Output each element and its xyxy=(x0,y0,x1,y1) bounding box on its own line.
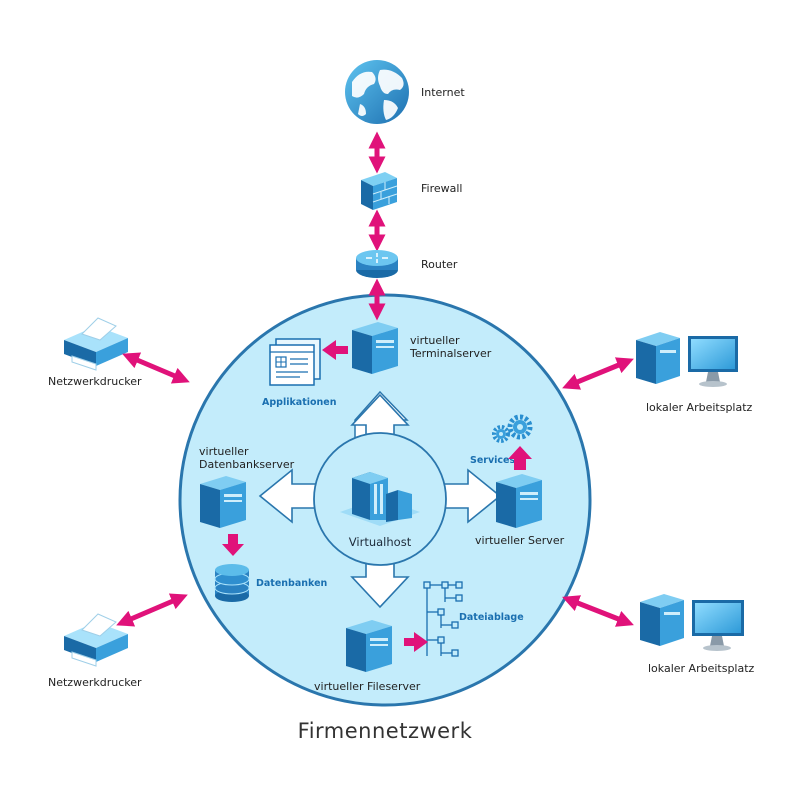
firewall-label: Firewall xyxy=(421,182,462,195)
printer-icon xyxy=(64,613,128,667)
file-tree-icon xyxy=(423,581,463,657)
server-to-services-arrow xyxy=(508,446,532,470)
workstation-bottom-network-arrow xyxy=(562,595,634,627)
dateiablage-label: Dateiablage xyxy=(459,612,524,623)
datenbanken-label: Datenbanken xyxy=(256,578,328,589)
server-icon xyxy=(496,474,542,528)
internet-label: Internet xyxy=(421,86,465,99)
virtualhost-label: Virtualhost xyxy=(349,535,412,549)
application-window-icon xyxy=(269,338,321,386)
dbserver-to-databases-arrow xyxy=(222,534,244,556)
dbserver-label-line2: Datenbankserver xyxy=(199,458,295,471)
server-icon xyxy=(346,620,392,672)
fileserver-to-dateiablage-arrow xyxy=(404,632,428,652)
server-icon xyxy=(200,476,246,528)
printer-bottom-network-arrow xyxy=(116,593,188,627)
database-icon xyxy=(214,564,250,602)
fileserver-label: virtueller Fileserver xyxy=(314,680,421,693)
printer-bottom-label: Netzwerkdrucker xyxy=(48,676,142,689)
printer-top-label: Netzwerkdrucker xyxy=(48,375,142,388)
workstation-icon xyxy=(636,332,738,387)
workstation-top-label: lokaler Arbeitsplatz xyxy=(646,401,753,414)
building-icon xyxy=(340,472,420,526)
router-label: Router xyxy=(421,258,458,271)
workstation-top-network-arrow xyxy=(562,357,634,390)
applikationen-label: Applikationen xyxy=(262,397,337,408)
printer-icon xyxy=(64,317,128,371)
globe-icon xyxy=(345,60,409,124)
server-icon xyxy=(352,322,398,374)
virtueller-server-label: virtueller Server xyxy=(475,534,565,547)
diagram-title: Firmennetzwerk xyxy=(298,719,473,743)
gears-icon xyxy=(492,414,533,443)
printer-top-network-arrow xyxy=(122,352,190,384)
terminalserver-label-line2: Terminalserver xyxy=(409,347,492,360)
dbserver-label-line1: virtueller xyxy=(199,445,249,458)
services-label: Services xyxy=(470,455,515,466)
router-icon xyxy=(356,250,398,278)
terminalserver-label-line1: virtueller xyxy=(410,334,460,347)
firewall-icon xyxy=(361,172,398,210)
terminal-to-applications-arrow xyxy=(322,340,348,360)
workstation-icon xyxy=(640,594,744,651)
workstation-bottom-label: lokaler Arbeitsplatz xyxy=(648,662,755,675)
